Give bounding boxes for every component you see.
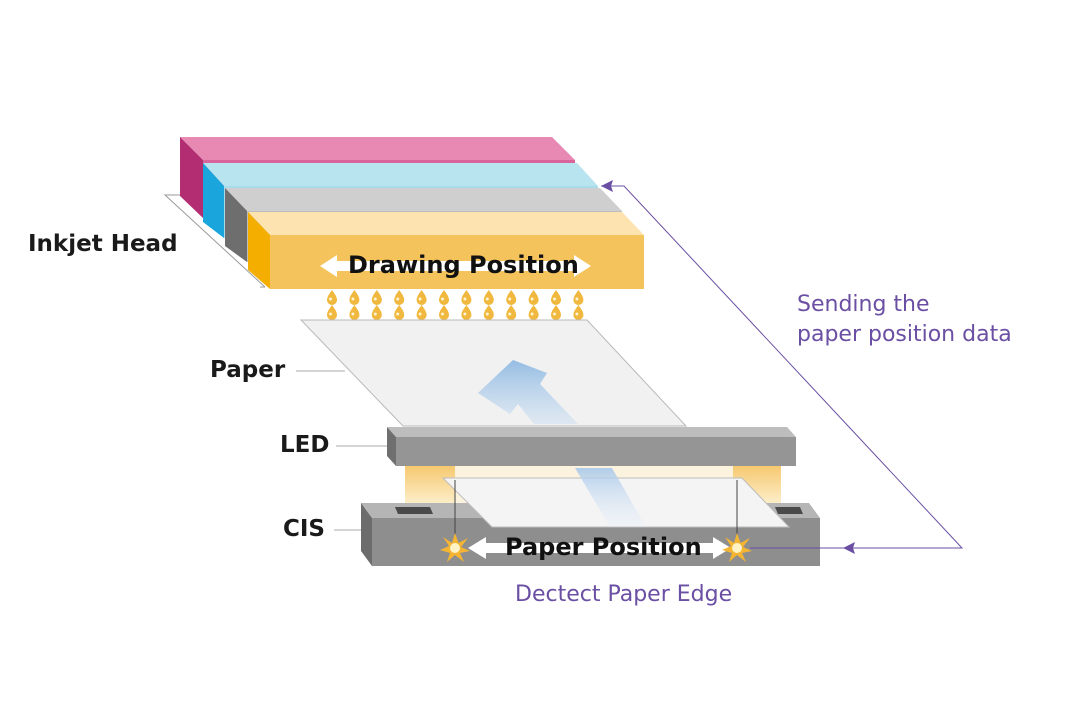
ink-droplet-icon: [483, 305, 494, 320]
feedback-arrowhead-bottom: [843, 542, 855, 554]
inkjet-head-label: Inkjet Head: [28, 231, 178, 257]
ink-droplet-icon: [573, 290, 584, 305]
paper-position-label: Paper Position: [505, 533, 702, 561]
ink-droplet-icon: [506, 290, 517, 305]
detect-edge-callout: Dectect Paper Edge: [515, 582, 733, 607]
sending-data-callout: Sending the paper position data: [797, 290, 1012, 350]
paper-feed-arrow-lower: [575, 468, 646, 527]
ink-droplet-icon: [528, 305, 539, 320]
ink-droplet-icon: [416, 290, 427, 305]
drawing-position-arrow: [320, 255, 591, 277]
led-label: LED: [280, 432, 330, 458]
position-data-feedback-line: [601, 180, 964, 554]
inkjet-head-frame: [163, 194, 266, 288]
ink-droplet-icon: [371, 305, 382, 320]
led-bar: [387, 427, 796, 466]
ink-droplet-icon: [349, 290, 360, 305]
ink-droplet-icon: [439, 290, 449, 305]
ink-droplet-icon: [349, 305, 360, 320]
ink-droplet-icon: [439, 305, 449, 320]
ink-droplet-icon: [573, 305, 584, 320]
ink-droplet-icon: [506, 305, 517, 320]
ink-droplet-icon: [394, 305, 405, 320]
ink-droplet-icon: [551, 305, 561, 320]
feedback-arrowhead-top: [601, 180, 613, 192]
paper-label: Paper: [210, 357, 286, 383]
cis-label: CIS: [283, 516, 326, 542]
ink-droplet-icon: [327, 305, 337, 320]
ink-droplet-icon: [551, 290, 561, 305]
ink-droplet-icon: [461, 290, 472, 305]
ink-droplet-icon: [371, 290, 382, 305]
ink-droplet-icon: [528, 290, 539, 305]
paper-sheet: [299, 319, 688, 427]
ink-droplet-icon: [483, 290, 494, 305]
paper-position-arrow: [468, 537, 731, 559]
drawing-position-label: Drawing Position: [348, 251, 579, 279]
ink-droplet-icon: [416, 305, 427, 320]
ink-droplet-icon: [461, 305, 472, 320]
sending-data-line-2: paper position data: [797, 321, 1012, 347]
ink-droplet-icon: [394, 290, 405, 305]
ink-droplet-icon: [327, 290, 337, 305]
paper-feed-arrow: [478, 360, 578, 424]
sending-data-line-1: Sending the: [797, 292, 930, 317]
